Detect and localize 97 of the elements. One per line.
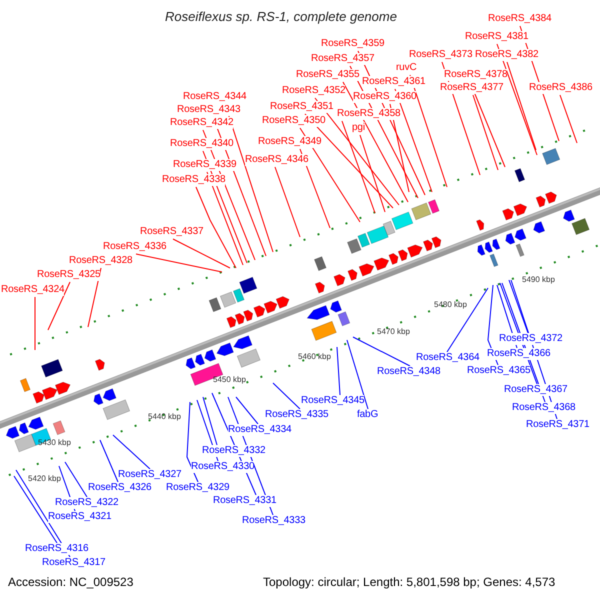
gene-label: RoseRS_4343 xyxy=(177,104,240,116)
leader-line xyxy=(342,82,408,202)
gene-label: RoseRS_4324 xyxy=(1,284,64,296)
gene-label: RoseRS_4325 xyxy=(37,269,100,281)
leader-line xyxy=(14,476,58,544)
position-label: 5470 kbp xyxy=(377,327,410,337)
chart-title: Roseiflexus sp. RS-1, complete genome xyxy=(165,9,397,25)
leader-line xyxy=(88,268,102,328)
leader-line xyxy=(274,166,300,238)
gene-label: RoseRS_4386 xyxy=(529,82,592,94)
leader-line xyxy=(472,94,498,170)
gene-label: RoseRS_4333 xyxy=(242,515,306,527)
gene-label: RoseRS_4355 xyxy=(296,69,360,81)
leader-line xyxy=(34,296,36,350)
leader-line xyxy=(314,98,400,206)
leader-line xyxy=(346,340,368,410)
gene-label: RoseRS_4336 xyxy=(103,241,166,253)
leader-line xyxy=(300,128,360,222)
gene-label: RoseRS_4330 xyxy=(191,461,254,473)
gene-label: RoseRS_4317 xyxy=(42,557,106,569)
gene-label: pgi xyxy=(352,122,365,134)
gene-label: RoseRS_4335 xyxy=(265,409,328,421)
gene-label: RoseRS_4350 xyxy=(262,115,326,127)
gene-label: RoseRS_4359 xyxy=(321,38,384,50)
gene-label: RoseRS_4372 xyxy=(499,333,562,345)
gene-label: RoseRS_4377 xyxy=(440,82,504,94)
gene-label: RoseRS_4338 xyxy=(162,174,226,186)
leader-line xyxy=(202,396,218,446)
leader-line xyxy=(360,134,386,212)
leader-line xyxy=(506,62,536,150)
leader-line xyxy=(172,238,230,268)
gene-label: RoseRS_4337 xyxy=(140,226,204,238)
leader-line xyxy=(206,172,244,266)
gene-label: RoseRS_4348 xyxy=(377,366,440,378)
position-label: 5490 kbp xyxy=(522,275,555,285)
gene-label: RoseRS_4339 xyxy=(173,159,236,171)
gene-label: RoseRS_4329 xyxy=(166,482,230,494)
leader-line xyxy=(186,402,198,482)
gene-label: RoseRS_4360 xyxy=(353,91,416,103)
gene-label: RoseRS_4328 xyxy=(69,255,132,267)
leader-line xyxy=(352,336,410,366)
gene-label: RoseRS_4361 xyxy=(362,76,426,88)
gene-label: RoseRS_4340 xyxy=(170,138,234,150)
gene-label: RoseRS_4382 xyxy=(475,49,538,61)
gene-label: RoseRS_4316 xyxy=(25,543,88,555)
position-label: 5430 kbp xyxy=(38,438,71,448)
position-label: 5480 kbp xyxy=(434,300,467,310)
gene-label: RoseRS_4332 xyxy=(202,445,266,457)
gene-label: RoseRS_4334 xyxy=(228,424,292,436)
gene-label: RoseRS_4321 xyxy=(48,511,112,523)
gene-label: RoseRS_4342 xyxy=(170,117,234,129)
gene-label: RoseRS_4327 xyxy=(118,469,182,481)
gene-label: RoseRS_4371 xyxy=(526,419,590,431)
gene-label: RoseRS_4357 xyxy=(311,53,374,65)
leader-line xyxy=(410,74,448,188)
leader-line xyxy=(48,282,70,330)
position-label: 5420 kbp xyxy=(28,474,61,484)
position-label: 5460 kbp xyxy=(298,352,331,362)
leader-line xyxy=(342,120,376,214)
gene-label: RoseRS_4331 xyxy=(213,495,276,507)
gene-label: RoseRS_4352 xyxy=(282,85,346,97)
gene-label: RoseRS_4364 xyxy=(416,352,480,364)
gene-label: RoseRS_4349 xyxy=(258,136,322,148)
gene-label: RoseRS_4384 xyxy=(488,13,552,25)
gene-label: RoseRS_4373 xyxy=(409,49,472,61)
gene-label: RoseRS_4322 xyxy=(55,497,118,509)
gene-label: RoseRS_4346 xyxy=(245,154,308,166)
leader-line xyxy=(112,434,150,470)
leader-line xyxy=(100,440,118,482)
leader-line xyxy=(16,470,70,558)
leader-line xyxy=(394,88,432,192)
gene-label: RoseRS_4326 xyxy=(88,482,152,494)
gene-label: RoseRS_4365 xyxy=(467,365,530,377)
gene-label: RoseRS_4367 xyxy=(504,384,568,396)
gene-label: RoseRS_4381 xyxy=(465,31,528,43)
leader-line xyxy=(560,94,578,144)
gene-label: RoseRS_4351 xyxy=(270,101,334,113)
gene-label: RoseRS_4345 xyxy=(301,395,364,407)
position-label: 5450 kbp xyxy=(213,375,246,385)
leader-line xyxy=(136,254,222,272)
gene-label: RoseRS_4344 xyxy=(183,91,246,103)
gene-label: RoseRS_4366 xyxy=(487,348,550,360)
leader-line xyxy=(336,346,340,396)
position-label: 5440 kbp xyxy=(148,412,181,422)
footer-text: Accession: NC_009523 xyxy=(8,575,134,589)
leader-line xyxy=(272,382,300,410)
leader-line xyxy=(496,44,538,156)
leader-line xyxy=(508,280,528,334)
leader-line xyxy=(236,396,258,424)
gene-label: RoseRS_4378 xyxy=(444,69,508,81)
leader-line xyxy=(196,186,236,268)
leader-line xyxy=(64,462,88,498)
leader-line xyxy=(446,288,488,352)
gene-label: RoseRS_4368 xyxy=(512,402,576,414)
footer-text: Topology: circular; Length: 5,801,598 bp; Genes: 4,573 xyxy=(263,575,556,589)
leader-line xyxy=(304,114,394,208)
gene-label: RoseRS_4358 xyxy=(337,108,400,120)
